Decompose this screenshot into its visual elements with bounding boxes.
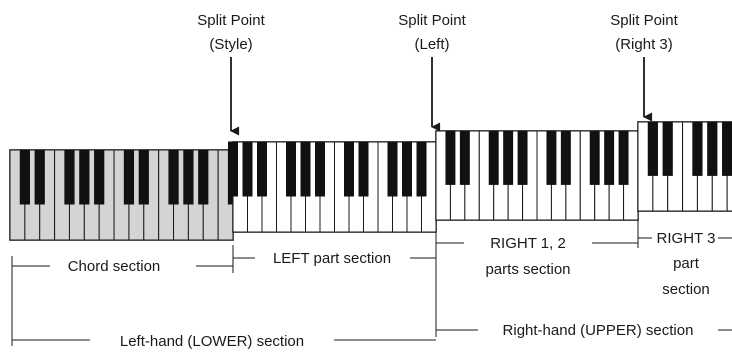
right3-section-label-line1: RIGHT 3	[657, 230, 716, 247]
lower-section-label: Left-hand (LOWER) section	[120, 333, 304, 350]
black-key	[707, 121, 718, 176]
split-point-right3: Split Point (Right 3)	[610, 12, 679, 122]
black-key	[560, 130, 571, 185]
black-key	[344, 141, 354, 197]
split-point-style-line1: Split Point	[197, 12, 265, 29]
black-key	[286, 141, 296, 197]
keyboard-right3-segment	[637, 121, 732, 212]
right12-section-label-line2: parts section	[485, 261, 570, 278]
lower-section-bracket: Left-hand (LOWER) section	[11, 273, 436, 350]
black-key	[168, 149, 179, 205]
black-key	[692, 121, 703, 176]
split-point-right3-line1: Split Point	[610, 12, 678, 29]
split-point-left-line2: (Left)	[414, 36, 449, 53]
black-key	[242, 141, 253, 197]
split-point-style-line2: (Style)	[209, 36, 252, 53]
keyboard-chord-segment	[9, 149, 239, 241]
black-key	[257, 141, 267, 197]
black-key	[358, 141, 369, 197]
right3-section-label-line3: section	[662, 281, 710, 298]
black-key	[94, 149, 105, 205]
black-key	[34, 149, 45, 205]
black-key	[647, 121, 658, 176]
black-key	[64, 149, 75, 205]
black-key	[228, 141, 238, 197]
upper-section-label: Right-hand (UPPER) section	[503, 322, 694, 339]
black-key	[19, 149, 30, 205]
split-point-style: Split Point (Style)	[197, 12, 266, 136]
black-key	[589, 130, 600, 185]
split-point-left: Split Point (Left)	[398, 12, 467, 132]
black-key	[517, 130, 528, 185]
right12-section-bracket: RIGHT 1, 2 parts section	[436, 214, 639, 278]
black-key	[198, 149, 209, 205]
black-key	[183, 149, 194, 205]
black-key	[488, 130, 499, 185]
black-key	[662, 121, 673, 176]
keyboard-right12-segment	[435, 130, 639, 221]
left-part-section-label: LEFT part section	[273, 250, 391, 267]
black-key	[416, 141, 427, 197]
chord-section-bracket: Chord section	[11, 245, 234, 275]
black-key	[315, 141, 325, 197]
black-key	[445, 130, 456, 185]
keyboard-left-segment	[228, 141, 437, 233]
black-key	[79, 149, 90, 205]
black-key	[604, 130, 615, 185]
black-key	[459, 130, 470, 185]
black-key	[546, 130, 557, 185]
split-point-left-line1: Split Point	[398, 12, 466, 29]
black-key	[618, 130, 629, 185]
black-key	[387, 141, 398, 197]
left-part-section-bracket: LEFT part section	[233, 222, 437, 268]
black-key	[300, 141, 311, 197]
split-point-right3-line2: (Right 3)	[615, 36, 673, 53]
upper-section-bracket: Right-hand (UPPER) section	[435, 268, 732, 339]
right3-section-label-line2: part	[673, 255, 700, 272]
black-key	[123, 149, 135, 205]
chord-section-label: Chord section	[68, 258, 161, 275]
right12-section-label-line1: RIGHT 1, 2	[490, 235, 566, 252]
right3-section-bracket: RIGHT 3 part section	[638, 230, 732, 298]
black-key	[402, 141, 412, 197]
black-key	[503, 130, 514, 185]
black-key	[138, 149, 149, 205]
black-key	[722, 121, 732, 176]
